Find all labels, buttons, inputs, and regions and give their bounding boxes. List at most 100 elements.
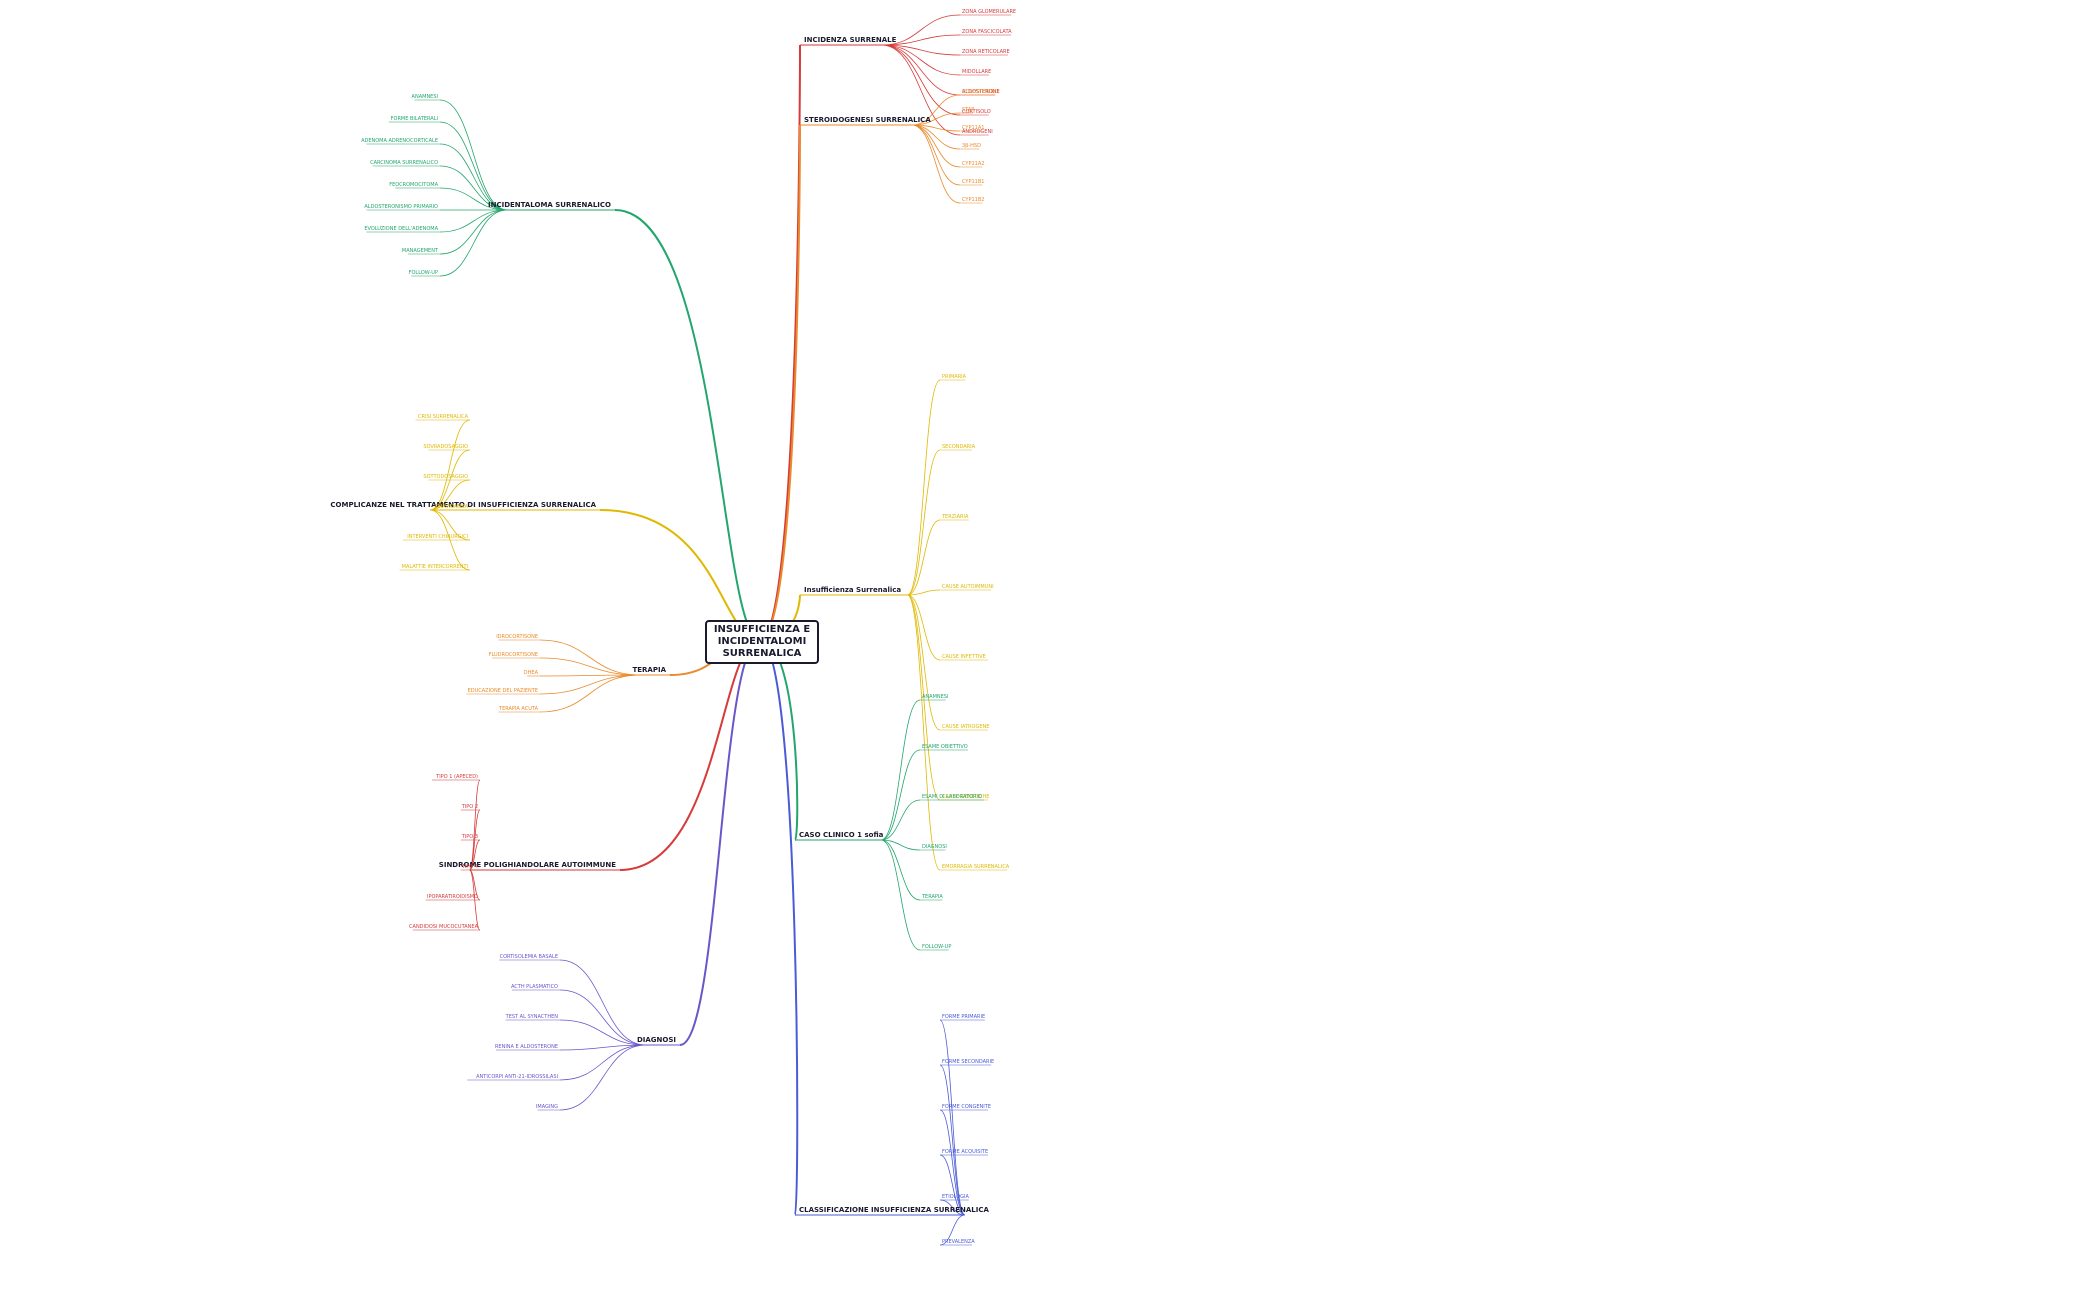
sub-node-label[interactable]: FORME ACQUISITE — [942, 1149, 988, 1155]
sub-node-label[interactable]: GRAVIDANZA — [435, 504, 468, 510]
branch-edge-b10 — [759, 639, 799, 1216]
sub-edge — [559, 1044, 646, 1051]
sub-node-label[interactable]: DIAGNOSI — [922, 844, 947, 850]
sub-node-label[interactable]: CYP11A1 — [962, 125, 984, 131]
sub-node-label[interactable]: TERAPIA ACUTA — [498, 706, 539, 712]
sub-edge — [939, 1064, 966, 1216]
sub-node-label[interactable]: CAUSE INFETTIVE — [942, 654, 986, 660]
sub-node-label[interactable]: FORME CONGENITE — [942, 1104, 991, 1110]
sub-edge — [880, 749, 921, 841]
sub-node-label[interactable]: CRISI SURRENALICA — [418, 414, 469, 420]
sub-node-label[interactable]: EMORRAGIA SURRENALICA — [942, 864, 1010, 870]
sub-node-label[interactable]: CYP11B1 — [962, 179, 984, 185]
sub-node-label[interactable]: IDROCORTISONE — [496, 634, 538, 640]
branch-title-b9[interactable]: CASO CLINICO 1 sofia — [799, 831, 884, 839]
sub-edge — [559, 989, 646, 1046]
sub-node-label[interactable]: INTERVENTI CHIRURGICI — [407, 534, 468, 540]
sub-edge — [439, 143, 508, 211]
sub-node-label[interactable]: RENINA E ALDOSTERONE — [495, 1044, 558, 1050]
sub-node-label[interactable]: MALATTIE INTERCORRENTI — [402, 564, 468, 570]
sub-node-label[interactable]: MANAGEMENT — [402, 248, 439, 254]
sub-node-label[interactable]: ZONA GLOMERULARE — [962, 9, 1016, 15]
sub-edge — [907, 594, 941, 661]
branch-title-b4[interactable]: SINDROME POLIGHIANDOLARE AUTOIMMUNE — [439, 861, 616, 869]
sub-node-label[interactable]: ETIOLOGIA — [942, 1194, 970, 1200]
sub-node-label[interactable]: PREVALENZA — [942, 1239, 975, 1245]
sub-node-label[interactable]: COLESTEROLO — [962, 89, 999, 95]
sub-node-label[interactable]: ESAME OBIETTIVO — [922, 744, 968, 750]
sub-node-label[interactable]: FORME PRIMARIE — [942, 1014, 985, 1020]
sub-node-label[interactable]: CAUSE AUTOIMMUNI — [942, 584, 994, 590]
sub-node-label[interactable]: FLUDROCORTISONE — [489, 652, 538, 658]
sub-node-label[interactable]: CORTISOLO — [962, 109, 991, 115]
sub-node-label[interactable]: FEOCROMOCITOMA — [389, 182, 438, 188]
sub-node-label[interactable]: CYP21A2 — [962, 161, 984, 167]
sub-edge — [539, 657, 640, 676]
branch-title-b3[interactable]: TERAPIA — [632, 666, 666, 674]
sub-node-label[interactable]: TEST AL SYNACTHEN — [505, 1014, 559, 1020]
sub-node-label[interactable]: STAR — [962, 107, 975, 113]
sub-edge — [429, 509, 471, 541]
sub-node-label[interactable]: MIDOLLARE — [962, 69, 991, 75]
sub-node-label[interactable]: TIPO 4 — [461, 864, 478, 870]
sub-node-label[interactable]: CAUSE IATROGENE — [942, 724, 989, 730]
sub-node-label[interactable]: TERZIARIA — [941, 514, 969, 520]
sub-edges — [366, 14, 1012, 1246]
sub-node-label[interactable]: FOLLOW-UP — [922, 944, 951, 950]
sub-node-label[interactable]: TIPO 3 — [461, 834, 478, 840]
sub-node-label[interactable]: EDUCAZIONE DEL PAZIENTE — [468, 688, 538, 694]
sub-edge — [881, 44, 961, 116]
branch-title-b6[interactable]: INCIDENZA SURRENALE — [804, 36, 897, 44]
sub-node-label[interactable]: SOVRADOSAGGIO — [423, 444, 468, 450]
sub-node-label[interactable]: FORME BILATERALI — [391, 116, 438, 122]
central-topic[interactable]: INSUFFICIENZA E INCIDENTALOMI SURRENALIC… — [705, 620, 819, 664]
sub-node-label[interactable]: TERAPIA — [921, 894, 943, 900]
sub-node-label[interactable]: CYP11B2 — [962, 197, 984, 203]
sub-node-label[interactable]: TIPO 2 — [461, 804, 478, 810]
sub-edge — [911, 124, 961, 204]
sub-edge — [439, 121, 508, 211]
sub-node-label[interactable]: ESAMI DI LABORATORIO — [922, 794, 982, 800]
branch-title-b7[interactable]: STEROIDOGENESI SURRENALICA — [804, 116, 931, 124]
branch-title-b1[interactable]: INCIDENTALOMA SURRENALICO — [488, 201, 611, 209]
sub-node-label[interactable]: SECONDARIA — [942, 444, 976, 450]
sub-node-label[interactable]: ALDOSTERONE — [962, 89, 1000, 95]
sub-node-label[interactable]: ALDOSTERONISMO PRIMARIO — [364, 204, 438, 210]
sub-node-label[interactable]: ANTICORPI ANTI-21-IDROSSILASI — [476, 1074, 558, 1080]
sub-node-label[interactable]: ZONA FASCICOLATA — [962, 29, 1012, 35]
sub-node-label[interactable]: PRIMARIA — [942, 374, 967, 380]
sub-node-label[interactable]: EVOLUZIONE DELL'ADENOMA — [364, 226, 438, 232]
sub-node-label[interactable]: ADENOMA ADRENOCORTICALE — [361, 138, 438, 144]
sub-node-label[interactable]: 3β-HSD — [962, 143, 981, 149]
sub-edge — [907, 594, 941, 731]
sub-node-label[interactable]: TIPO 1 (APECED) — [435, 774, 478, 780]
sub-node-label[interactable]: ZONA RETICOLARE — [962, 49, 1010, 55]
sub-node-label[interactable]: IPOPARATIROIDISMO — [427, 894, 478, 900]
sub-node-label[interactable]: CAUSE GENETICHE — [942, 794, 989, 800]
branch-edge-b9 — [759, 639, 799, 841]
branch-title-b8[interactable]: Insufficienza Surrenalica — [804, 586, 901, 594]
sub-edge — [907, 589, 941, 596]
sub-node-label[interactable]: ANDROGENI — [962, 129, 993, 135]
sub-edge — [881, 14, 961, 46]
sub-node-label[interactable]: FOLLOW-UP — [409, 270, 438, 276]
sub-edge — [907, 594, 941, 801]
sub-node-label[interactable]: FORME SECONDARIE — [942, 1059, 994, 1065]
sub-node-label[interactable]: SOTTODOSAGGIO — [423, 474, 468, 480]
sub-edge — [911, 94, 961, 126]
sub-edge — [881, 44, 961, 136]
sub-node-label[interactable]: CARCINOMA SURRENALICO — [370, 160, 438, 166]
sub-node-label[interactable]: ACTH PLASMATICO — [511, 984, 558, 990]
sub-node-label[interactable]: CANDIDOSI MUCOCUTANEA — [409, 924, 479, 930]
sub-edge — [907, 519, 941, 596]
branch-edge-b6 — [759, 44, 801, 641]
branch-title-b2[interactable]: COMPLICANZE NEL TRATTAMENTO DI INSUFFICI… — [330, 501, 596, 509]
sub-node-label[interactable]: CORTISOLEMIA BASALE — [500, 954, 558, 960]
sub-node-label[interactable]: ANAMNESI — [412, 94, 438, 100]
sub-node-label[interactable]: ANAMNESI — [922, 694, 948, 700]
branch-title-b5[interactable]: DIAGNOSI — [637, 1036, 676, 1044]
sub-edge — [880, 799, 921, 841]
branch-title-b10[interactable]: CLASSIFICAZIONE INSUFFICIENZA SURRENALIC… — [799, 1206, 989, 1214]
sub-node-label[interactable]: DHEA — [524, 670, 539, 676]
sub-node-label[interactable]: IMAGING — [536, 1104, 558, 1110]
